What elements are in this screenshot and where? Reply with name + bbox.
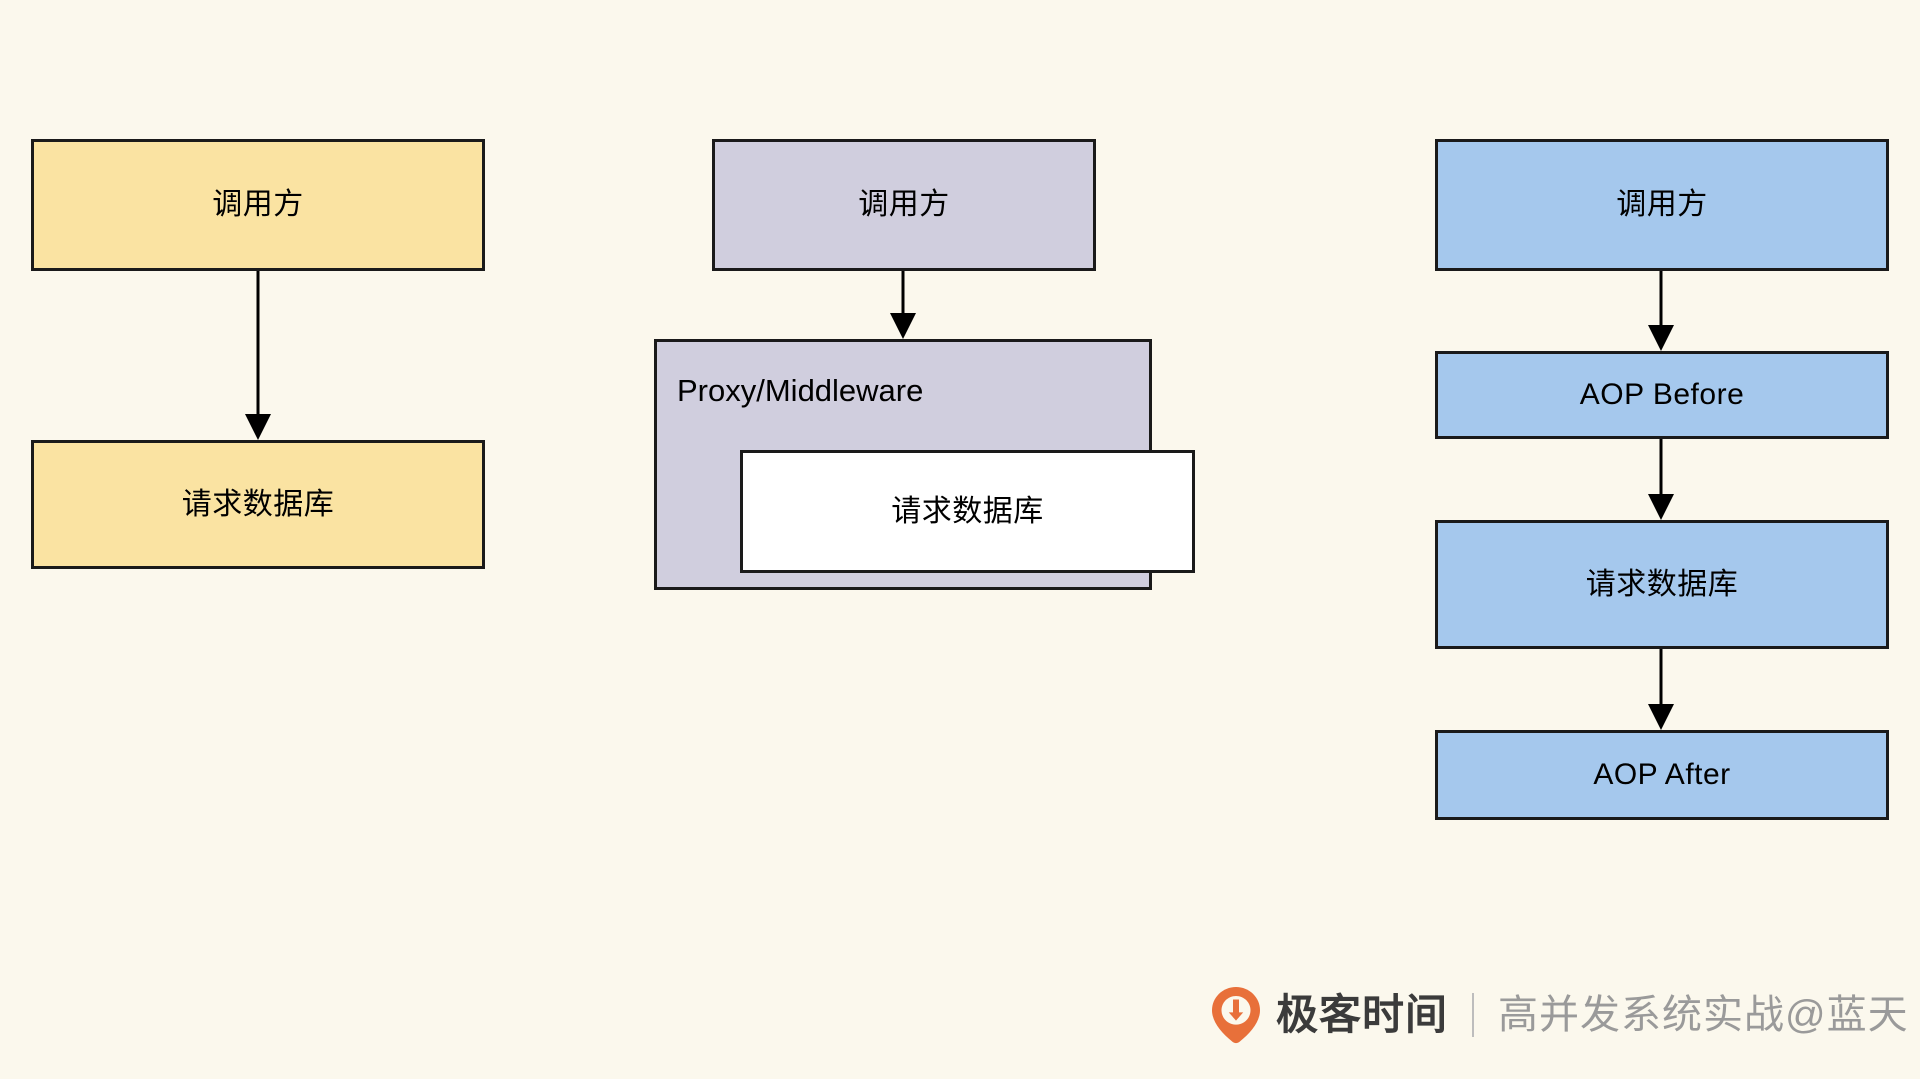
arrow-head — [245, 414, 271, 440]
group-label-proxy-middleware: Proxy/Middleware — [677, 373, 924, 408]
arrow-shaft — [1659, 271, 1663, 325]
node-aop-before: AOP Before — [1435, 351, 1889, 439]
node-label: AOP Before — [1579, 378, 1745, 411]
arrow-head — [1648, 704, 1674, 730]
node-label: 调用方 — [858, 188, 950, 221]
node-caller-plain: 调用方 — [31, 139, 485, 271]
watermark-separator — [1472, 993, 1475, 1037]
arrow-head — [1648, 325, 1674, 351]
arrow-shaft — [256, 271, 260, 414]
node-label: AOP After — [1593, 758, 1731, 791]
geekbang-pin-icon — [1212, 987, 1260, 1044]
arrow-shaft — [1659, 649, 1663, 704]
arrow-shaft — [901, 271, 905, 313]
node-label: 请求数据库 — [891, 494, 1044, 528]
watermark-course: 高并发系统实战@蓝天 — [1498, 993, 1909, 1037]
arrow-shaft — [1659, 439, 1663, 494]
node-label: 请求数据库 — [1585, 567, 1739, 601]
node-db-aop: 请求数据库 — [1435, 520, 1889, 649]
node-caller-proxy: 调用方 — [712, 139, 1096, 271]
group-proxy-middleware: Proxy/Middleware 请求数据库 — [654, 339, 1195, 590]
arrow-head — [1648, 494, 1674, 520]
node-label: 调用方 — [212, 188, 304, 221]
node-label: 调用方 — [1616, 188, 1708, 221]
node-aop-after: AOP After — [1435, 730, 1889, 820]
arrow-head — [890, 313, 916, 339]
node-db-plain: 请求数据库 — [31, 440, 485, 569]
node-label: 请求数据库 — [181, 487, 335, 521]
watermark-brand: 极客时间 — [1276, 991, 1449, 1038]
watermark: 极客时间 高并发系统实战@蓝天 — [1210, 980, 1909, 1050]
node-db-proxy: 请求数据库 — [740, 450, 1195, 573]
node-caller-aop: 调用方 — [1435, 139, 1889, 271]
